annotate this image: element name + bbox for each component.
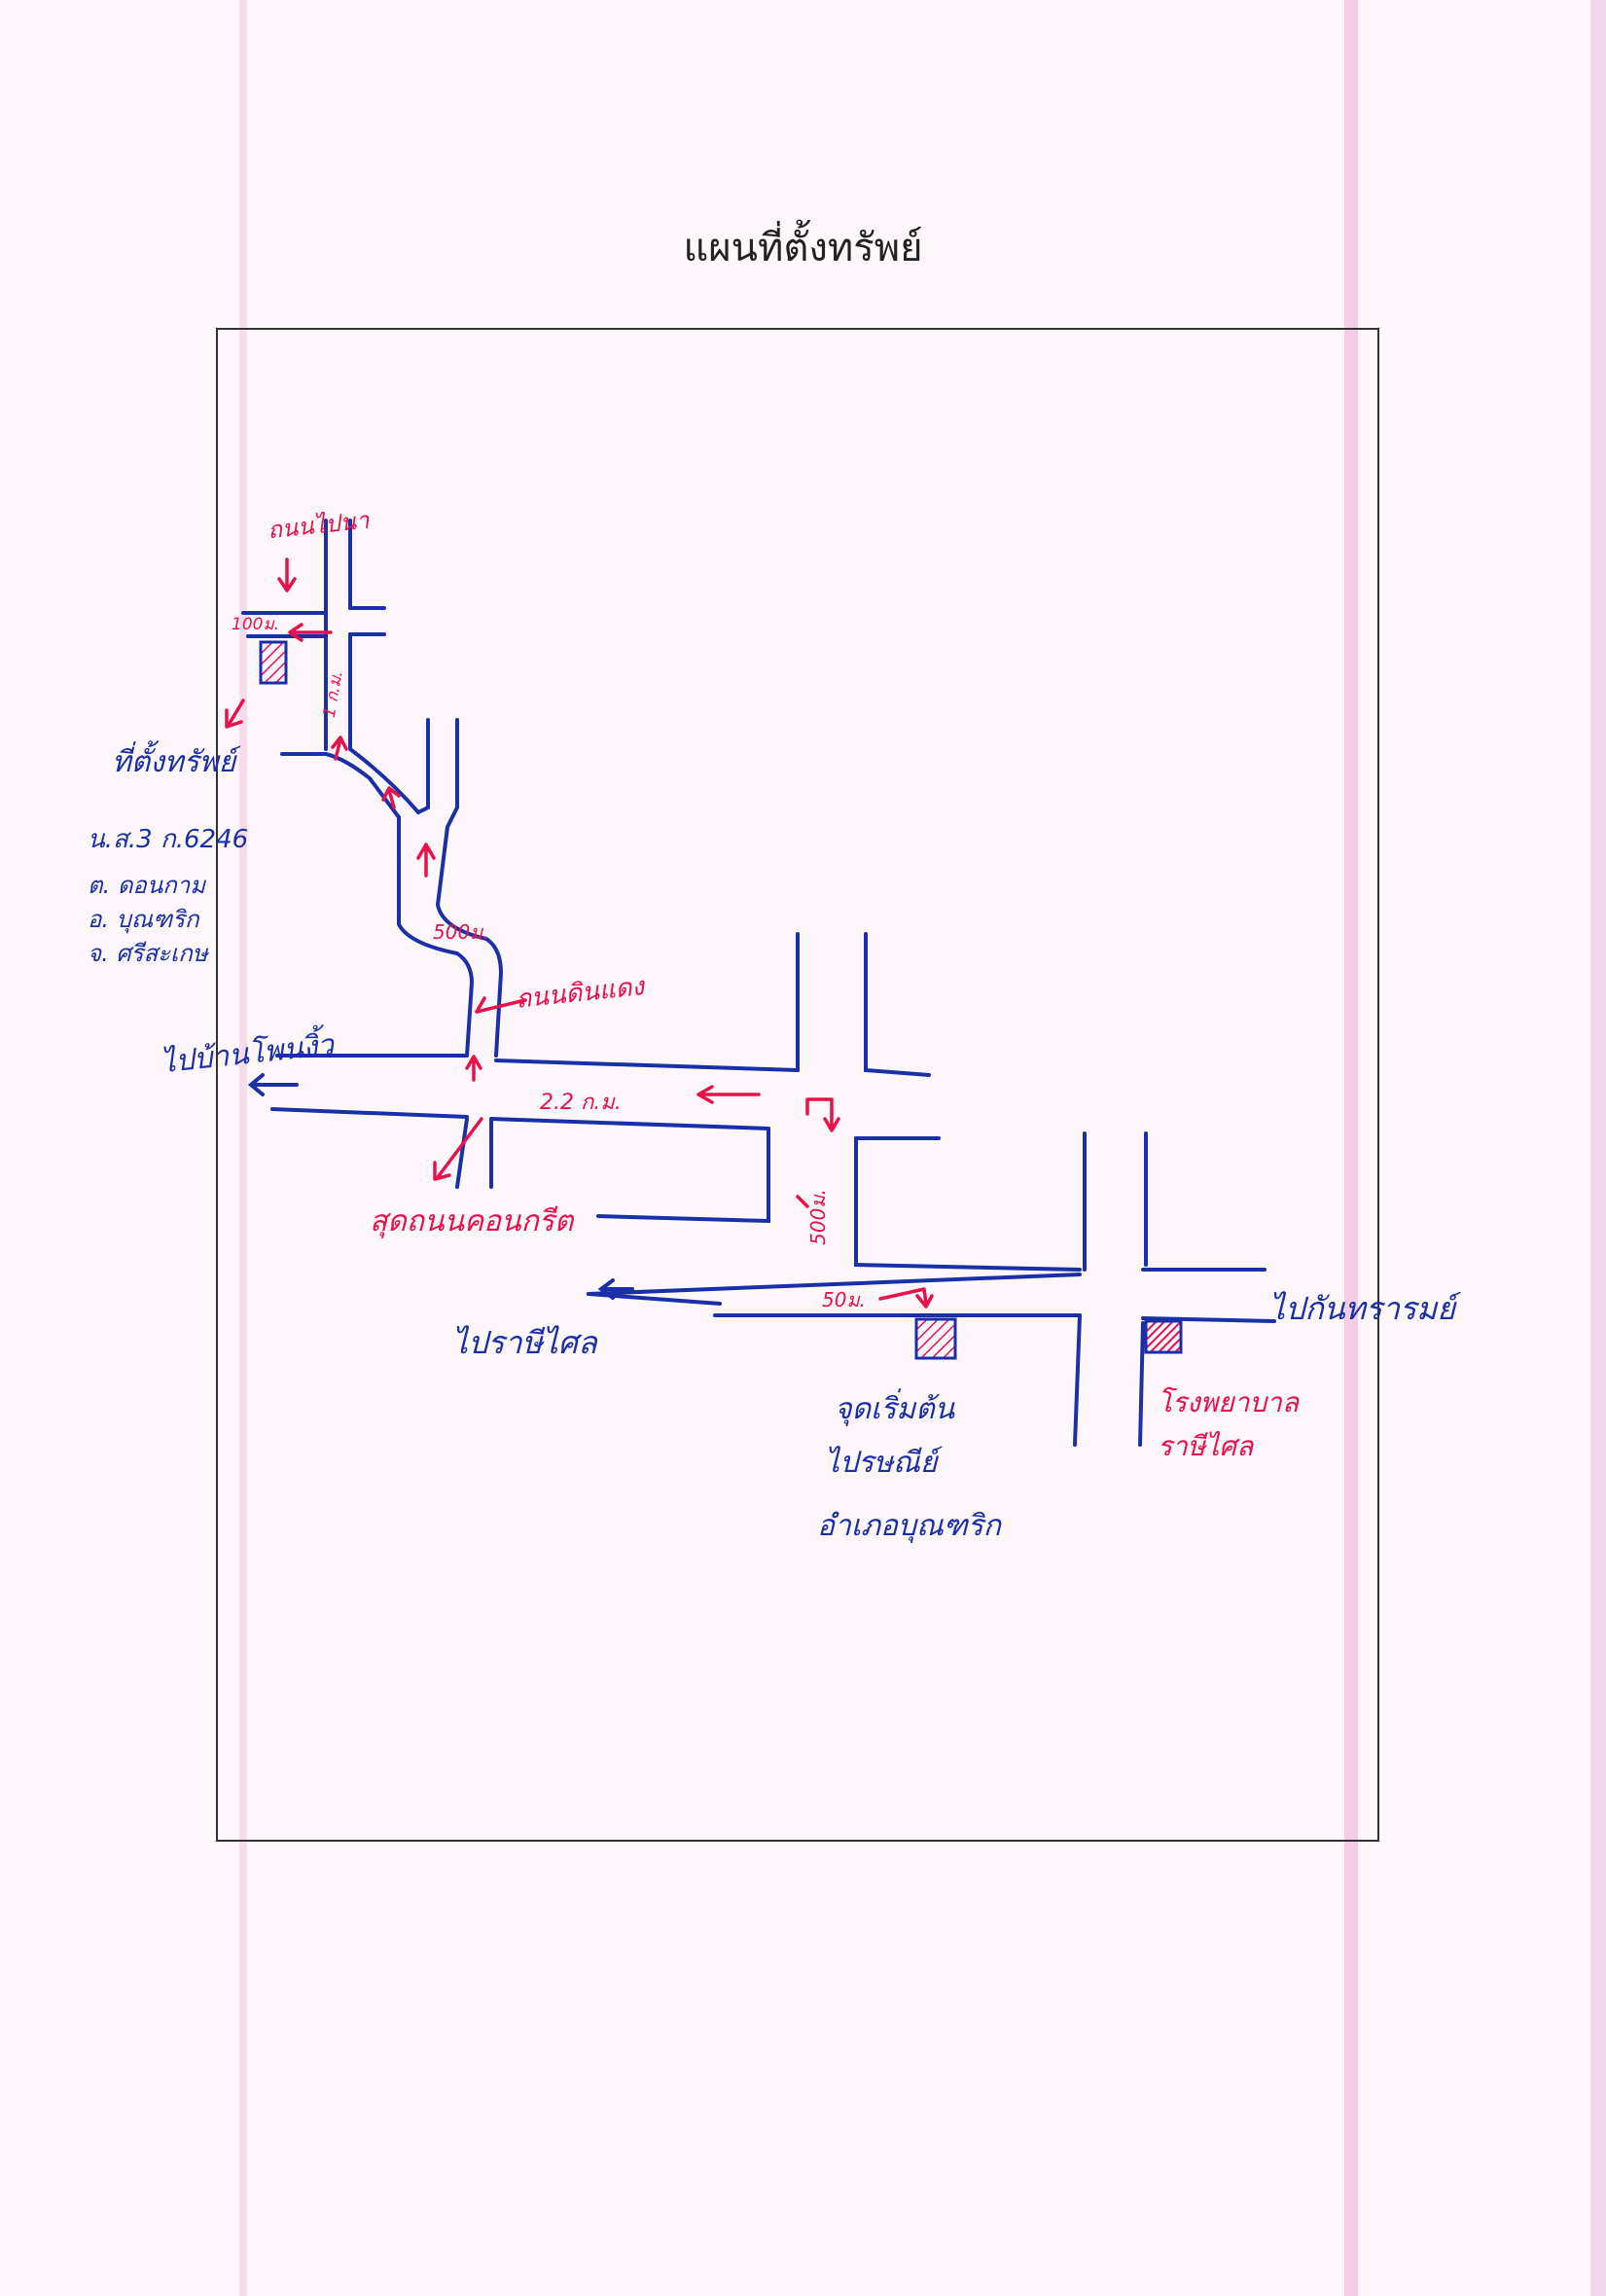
label-hospital-1: โรงพยาบาล xyxy=(1158,1386,1299,1418)
label-dist-500-mid: 500ม. xyxy=(805,1189,830,1245)
label-dist-500-upper: 500ม. xyxy=(433,920,489,944)
label-dist-50: 50ม. xyxy=(822,1288,866,1311)
property-marker xyxy=(259,640,288,685)
label-property-location: ที่ตั้งทรัพย์ xyxy=(112,745,236,779)
label-dist-100: 100ม. xyxy=(232,615,280,634)
label-changwat: จ. ศรีสะเกษ xyxy=(88,940,208,967)
hospital-marker xyxy=(1144,1319,1183,1354)
label-start-point-1: จุดเริ่มต้น xyxy=(835,1392,955,1426)
label-deed-no: น.ส.3 ก.6246 xyxy=(88,825,249,854)
label-amphoe: อ. บุณฑริก xyxy=(88,906,199,933)
route-arrows xyxy=(225,557,934,1309)
label-to-rasi-salai: ไปราษีไศล xyxy=(452,1324,597,1361)
page-title: แผนที่ตั้งทรัพย์ xyxy=(683,226,923,270)
label-hospital-2: ราษีไศล xyxy=(1158,1430,1254,1462)
label-start-point-3: อำเภอบุณฑริก xyxy=(817,1509,1001,1543)
label-start-point-2: ไปรษณีย์ xyxy=(825,1446,938,1480)
label-dist-22km: 2.2 ก.ม. xyxy=(540,1091,622,1115)
label-to-kantharalak: ไปกันทรารมย์ xyxy=(1269,1290,1455,1327)
map-frame xyxy=(216,328,1379,1842)
post-office-marker xyxy=(914,1317,957,1360)
road-network xyxy=(241,519,1276,1447)
label-tambon: ต. ดอนกาม xyxy=(88,872,206,899)
scan-stripe-edge xyxy=(1590,0,1606,2296)
scan-stripe-right xyxy=(1344,0,1358,2296)
scan-stripe-left xyxy=(239,0,247,2296)
arrow-west-lower xyxy=(597,1278,634,1300)
arrow-west-upper xyxy=(247,1073,299,1096)
label-road-end: สุดถนนคอนกรีต xyxy=(370,1204,574,1238)
